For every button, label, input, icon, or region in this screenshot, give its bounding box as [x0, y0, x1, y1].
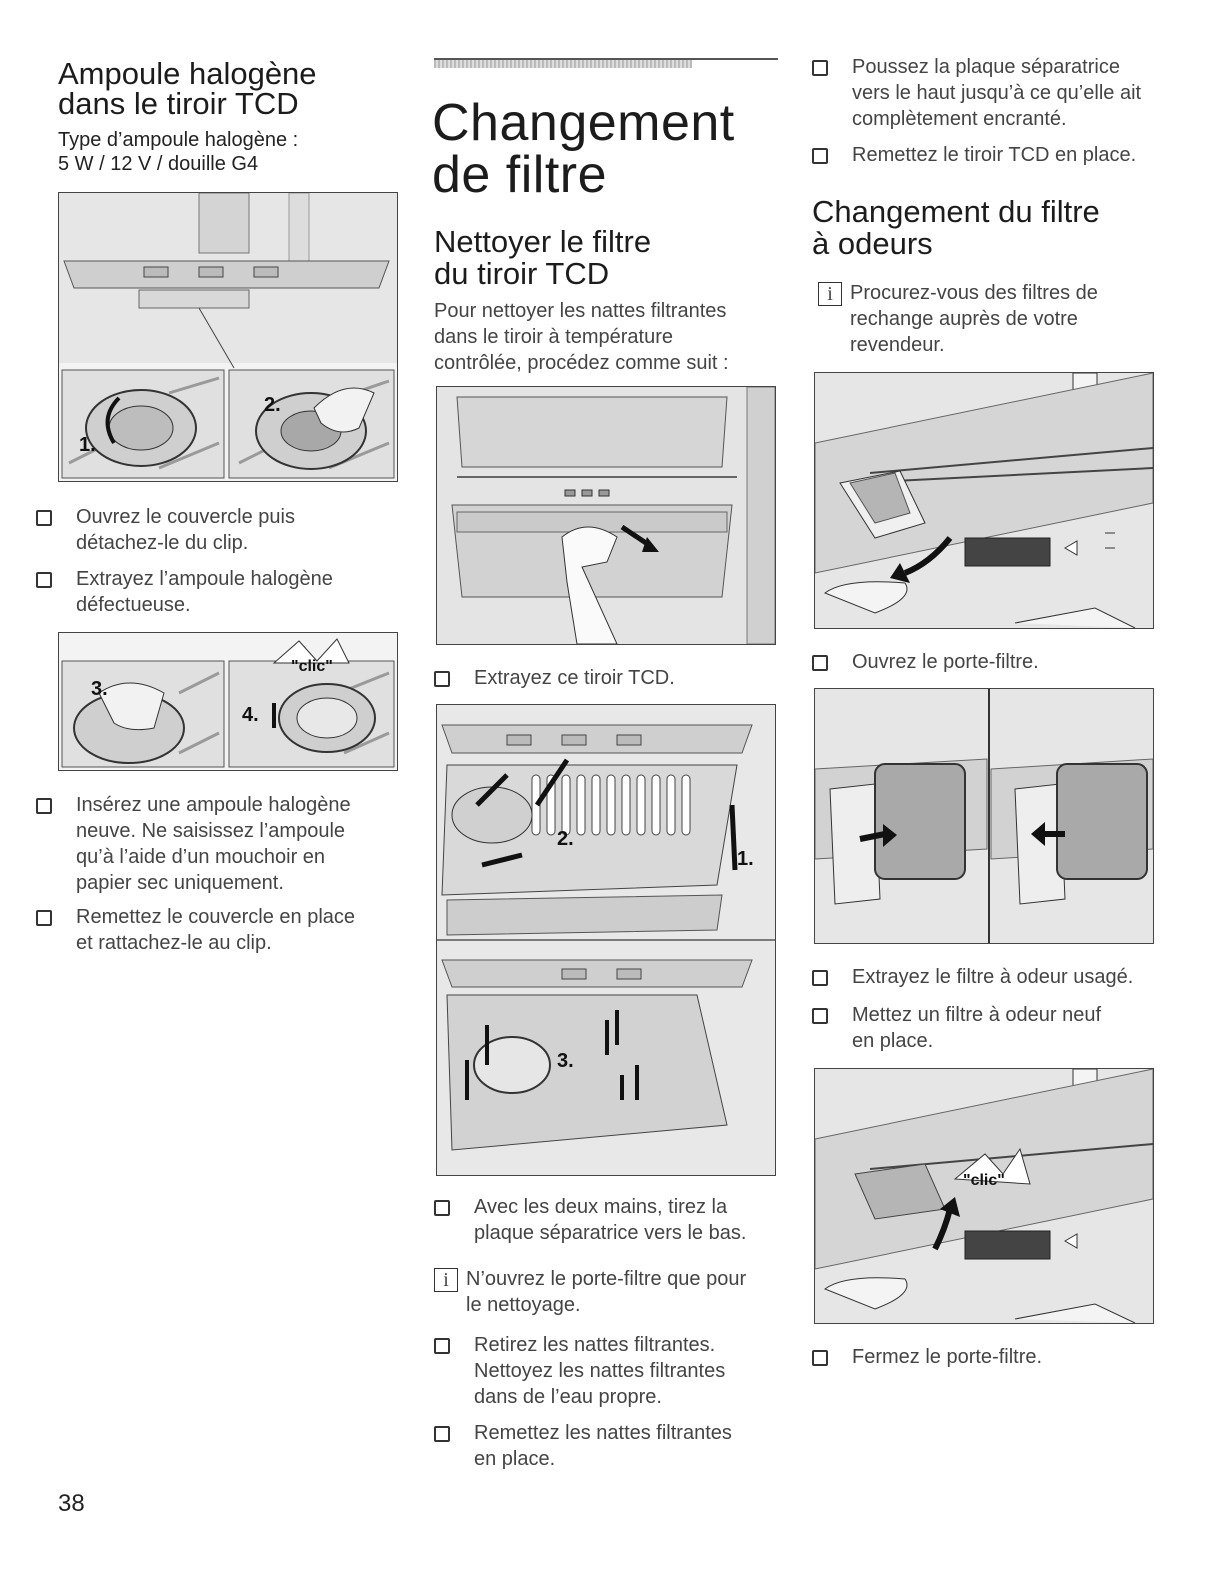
checkbox-icon — [36, 798, 52, 814]
plate-step-label-1: 1. — [737, 848, 754, 870]
close-filter-holder-illustration: "clic" — [814, 1068, 1154, 1324]
fig2-step-label-3: 3. — [91, 678, 108, 700]
clean-filter-title-line1: Nettoyer le filtre — [434, 224, 652, 259]
chapter-bar — [434, 60, 692, 68]
chapter-rule — [434, 58, 778, 60]
plate-step-label-2: 2. — [557, 828, 574, 850]
checkbox-icon — [36, 510, 52, 526]
halogen-bulb-insert-illustration: "clic" 3. 4. — [58, 632, 398, 771]
step-open-filter-holder: Ouvrez le porte-filtre. — [812, 649, 1039, 675]
checkbox-icon — [434, 1338, 450, 1354]
fig2-clic-label: "clic" — [291, 658, 333, 675]
fig2-step-label-4: 4. — [242, 704, 259, 726]
odor-filter-title-line2: à odeurs — [812, 226, 933, 261]
bulb-section-title-line2: dans le tiroir TCD — [58, 86, 299, 121]
odor-filter-title-line1: Changement du filtre — [812, 194, 1100, 229]
separator-plate-illustration: 2. 1. 3. — [436, 704, 776, 1176]
checkbox-icon — [812, 655, 828, 671]
checkbox-icon — [812, 60, 828, 76]
checkbox-icon — [36, 572, 52, 588]
clean-filter-title-line2: du tiroir TCD — [434, 256, 610, 291]
step-remove-drawer: Extrayez ce tiroir TCD. — [434, 665, 675, 691]
fig1-step-label-2: 2. — [264, 394, 281, 416]
checkbox-icon — [812, 970, 828, 986]
bulb-type-label: Type d’ampoule halogène : — [58, 129, 299, 151]
swap-odor-filter-illustration — [814, 688, 1154, 944]
bulb-section-title-line1: Ampoule halogène — [58, 56, 317, 91]
checkbox-icon — [434, 1200, 450, 1216]
chapter-title-line2: de filtre — [432, 146, 608, 204]
step-clean-mats: Retirez les nattes filtrantes.Nettoyez l… — [434, 1332, 725, 1410]
bulb-type-spec: 5 W / 12 V / douille G4 — [58, 153, 259, 175]
info-icon: i — [434, 1268, 458, 1292]
page-number: 38 — [58, 1490, 85, 1517]
chapter-title-line1: Changement — [432, 94, 735, 152]
fig1-step-label-1: 1. — [79, 434, 96, 456]
close-fig-clic-label: "clic" — [963, 1172, 1005, 1189]
plate-step-label-3: 3. — [557, 1050, 574, 1072]
step-replace-drawer: Remettez le tiroir TCD en place. — [812, 142, 1136, 168]
step-remove-old-filter: Extrayez le filtre à odeur usagé. — [812, 964, 1133, 990]
step-close-filter-holder: Fermez le porte-filtre. — [812, 1344, 1042, 1370]
open-filter-holder-illustration — [814, 372, 1154, 629]
checkbox-icon — [812, 148, 828, 164]
checkbox-icon — [812, 1350, 828, 1366]
info-icon: i — [818, 282, 842, 306]
halogen-bulb-open-illustration: 1. 2. — [58, 192, 398, 482]
checkbox-icon — [812, 1008, 828, 1024]
checkbox-icon — [36, 910, 52, 926]
drawer-removal-illustration — [436, 386, 776, 645]
checkbox-icon — [434, 671, 450, 687]
checkbox-icon — [434, 1426, 450, 1442]
